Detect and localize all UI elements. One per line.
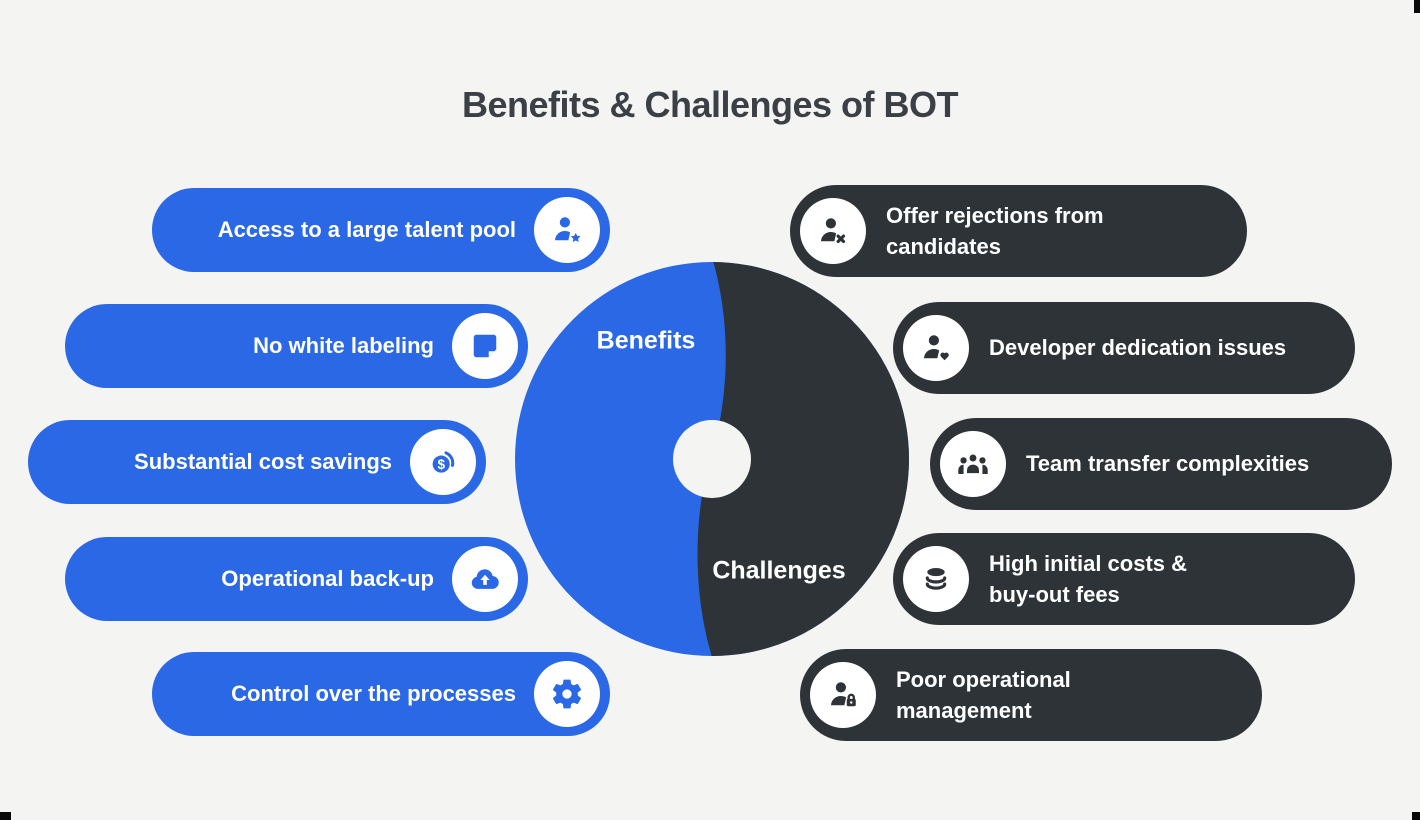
split-circle-graphic (515, 262, 909, 656)
challenge-label: High initial costs & buy-out fees (989, 550, 1188, 607)
benefit-pill-operational-backup: Operational back-up (65, 537, 528, 621)
note-icon (452, 313, 518, 379)
benefit-label: Access to a large talent pool (217, 217, 516, 243)
screen-corner-artifact (1412, 812, 1420, 820)
challenge-label: Offer rejections from candidates (886, 202, 1104, 259)
person-star-icon (534, 197, 600, 263)
challenge-pill-developer-dedication: Developer dedication issues (893, 302, 1355, 394)
benefit-label: Substantial cost savings (134, 449, 392, 475)
challenge-pill-initial-costs: High initial costs & buy-out fees (893, 533, 1355, 625)
screen-corner-artifact (1414, 0, 1420, 13)
team-icon (940, 431, 1006, 497)
benefit-pill-talent-pool: Access to a large talent pool (152, 188, 610, 272)
challenges-segment-label: Challenges (712, 556, 846, 585)
challenge-pill-team-transfer: Team transfer complexities (930, 418, 1392, 510)
svg-text:$: $ (437, 457, 445, 472)
challenge-label: Poor operational management (896, 666, 1071, 723)
benefit-label: Control over the processes (231, 681, 516, 707)
challenge-pill-offer-rejections: Offer rejections from candidates (790, 185, 1247, 277)
dollar-coin-icon: $ (410, 429, 476, 495)
challenge-label: Developer dedication issues (989, 335, 1287, 361)
gear-icon (534, 661, 600, 727)
benefit-label: Operational back-up (221, 566, 434, 592)
benefit-pill-white-labeling: No white labeling (65, 304, 528, 388)
challenge-label: Team transfer complexities (1026, 451, 1310, 477)
page-title: Benefits & Challenges of BOT (461, 84, 959, 125)
benefit-label: No white labeling (253, 333, 434, 359)
benefit-pill-cost-savings: Substantial cost savings $ (28, 420, 486, 504)
coins-stack-icon (903, 546, 969, 612)
benefits-segment-label: Benefits (596, 326, 696, 355)
person-lock-icon (810, 662, 876, 728)
screen-corner-artifact (0, 812, 11, 820)
person-heart-icon (903, 315, 969, 381)
challenge-pill-poor-management: Poor operational management (800, 649, 1262, 741)
cloud-upload-icon (452, 546, 518, 612)
center-split-circle: Benefits Challenges (514, 261, 910, 657)
person-x-icon (800, 198, 866, 264)
benefit-pill-control-processes: Control over the processes (152, 652, 610, 736)
